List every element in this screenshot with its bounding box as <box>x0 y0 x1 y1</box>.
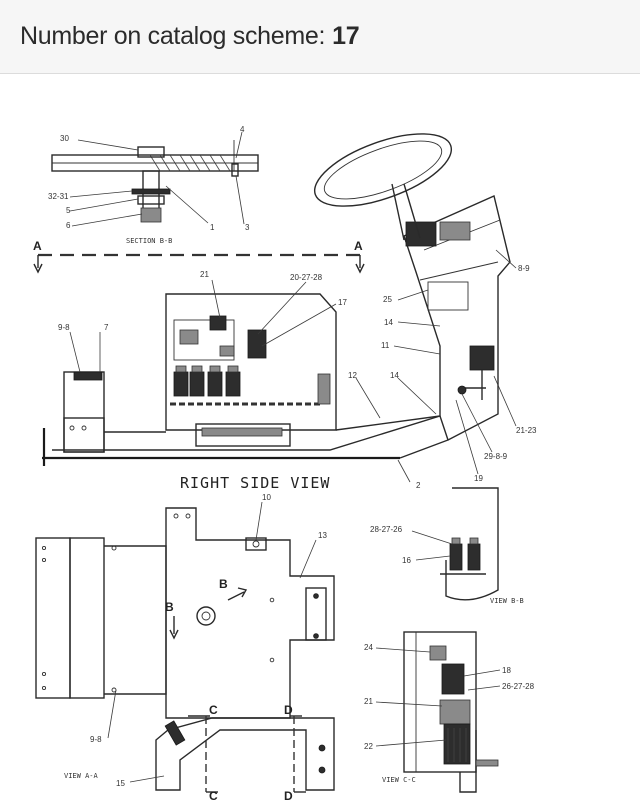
callout-8-9: 8-9 <box>518 264 530 273</box>
marker-d-bottom: D <box>284 789 293 803</box>
section-b-b-view: 30 4 32-31 5 6 1 3 SECTION B-B <box>48 125 259 245</box>
callout-32-31: 32-31 <box>48 192 69 201</box>
callout-14-upper: 14 <box>384 318 393 327</box>
view-a-a: B B C C D D 10 13 9-8 15 VIEW A-A <box>35 493 335 803</box>
callout-30: 30 <box>60 134 69 143</box>
callout-9-8-upper: 9-8 <box>58 323 70 332</box>
marker-c-top: C <box>209 703 218 717</box>
callout-18: 18 <box>502 666 511 675</box>
callout-5: 5 <box>66 206 71 215</box>
callout-7: 7 <box>104 323 109 332</box>
callout-17: 17 <box>338 298 347 307</box>
view-c-c: 24 18 26-27-28 21 22 VIEW C-C <box>364 631 535 793</box>
callout-15: 15 <box>116 779 125 788</box>
callout-11: 11 <box>381 341 390 350</box>
callout-20-27-28: 20-27-28 <box>290 273 323 282</box>
view-a-a-caption: VIEW A-A <box>64 772 99 780</box>
catalog-header: Number on catalog scheme: 17 <box>0 0 640 74</box>
callout-19: 19 <box>474 474 483 483</box>
callout-21-view-c: 21 <box>364 697 373 706</box>
callout-4: 4 <box>240 125 245 134</box>
view-b-b-caption: VIEW B-B <box>490 597 524 605</box>
marker-d-top: D <box>284 703 293 717</box>
callout-25: 25 <box>383 295 392 304</box>
view-c-c-caption: VIEW C-C <box>382 776 416 784</box>
catalog-scheme-number: 17 <box>332 22 360 50</box>
view-b-b: 28-27-26 16 VIEW B-B <box>370 487 524 605</box>
section-line-a-a: A A <box>33 239 365 274</box>
callout-3: 3 <box>245 223 250 232</box>
callout-2: 2 <box>416 481 421 490</box>
callout-9-8-lower: 9-8 <box>90 735 102 744</box>
right-side-view: 21 20-27-28 17 25 14 11 9-8 7 12 14 8-9 … <box>42 133 537 492</box>
callout-16: 16 <box>402 556 411 565</box>
parts-diagram: 30 4 32-31 5 6 1 3 SECTION B-B A A <box>0 75 640 812</box>
callout-26-27-28: 26-27-28 <box>502 682 535 691</box>
callout-6: 6 <box>66 221 71 230</box>
catalog-scheme-label: Number on catalog scheme: <box>20 22 326 50</box>
marker-a-right: A <box>354 239 363 253</box>
callout-28-27-26: 28-27-26 <box>370 525 403 534</box>
callout-22: 22 <box>364 742 373 751</box>
marker-c-bottom: C <box>209 789 218 803</box>
callout-10: 10 <box>262 493 271 502</box>
marker-a-left: A <box>33 239 42 253</box>
callout-14-lower: 14 <box>390 371 399 380</box>
marker-b-right: B <box>219 577 228 591</box>
right-side-view-caption: RIGHT SIDE VIEW <box>180 474 330 492</box>
section-b-b-caption: SECTION B-B <box>126 237 172 245</box>
callout-13: 13 <box>318 531 327 540</box>
callout-29-8-9: 29-8-9 <box>484 452 508 461</box>
callout-21: 21 <box>200 270 209 279</box>
callout-12: 12 <box>348 371 357 380</box>
parts-diagram-svg: 30 4 32-31 5 6 1 3 SECTION B-B A A <box>33 125 537 803</box>
callout-1: 1 <box>210 223 215 232</box>
callout-21-23: 21-23 <box>516 426 537 435</box>
marker-b-left: B <box>165 600 174 614</box>
callout-24: 24 <box>364 643 373 652</box>
